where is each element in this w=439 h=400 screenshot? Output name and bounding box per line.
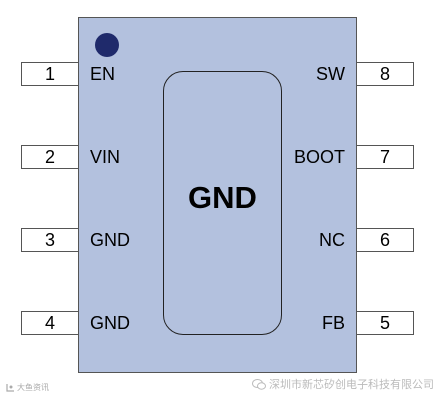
pin-7-number: 7 <box>356 145 414 169</box>
pin-3-label: GND <box>90 230 130 250</box>
pin-1-label: EN <box>90 64 116 84</box>
company-watermark-text: 深圳市新芯矽创电子科技有限公司 <box>269 379 434 391</box>
exposed-gnd-pad <box>163 71 282 335</box>
wechat-icon <box>252 378 266 390</box>
pin-2-number: 2 <box>21 145 79 169</box>
company-watermark: 深圳市新芯矽创电子科技有限公司 <box>252 376 434 392</box>
pin1-marker-dot <box>95 33 119 57</box>
pin-6-number: 6 <box>356 228 414 252</box>
pin-4-number: 4 <box>21 311 79 335</box>
pin-7-label: BOOT <box>293 147 345 167</box>
pin-5-label: FB <box>321 313 345 333</box>
pin-3-number: 3 <box>21 228 79 252</box>
source-watermark-text: 大鱼资讯 <box>17 383 49 392</box>
pin-1-number: 1 <box>21 62 79 86</box>
source-watermark: 大鱼资讯 <box>6 382 49 393</box>
gnd-pad-label: GND <box>188 180 257 215</box>
pin-8-number: 8 <box>356 62 414 86</box>
pin-4-label: GND <box>90 313 130 333</box>
pin-2-label: VIN <box>90 147 121 167</box>
pin-8-label: SW <box>316 64 345 84</box>
source-logo-icon <box>6 384 14 392</box>
pin-5-number: 5 <box>356 311 414 335</box>
pin-6-label: NC <box>319 230 345 250</box>
